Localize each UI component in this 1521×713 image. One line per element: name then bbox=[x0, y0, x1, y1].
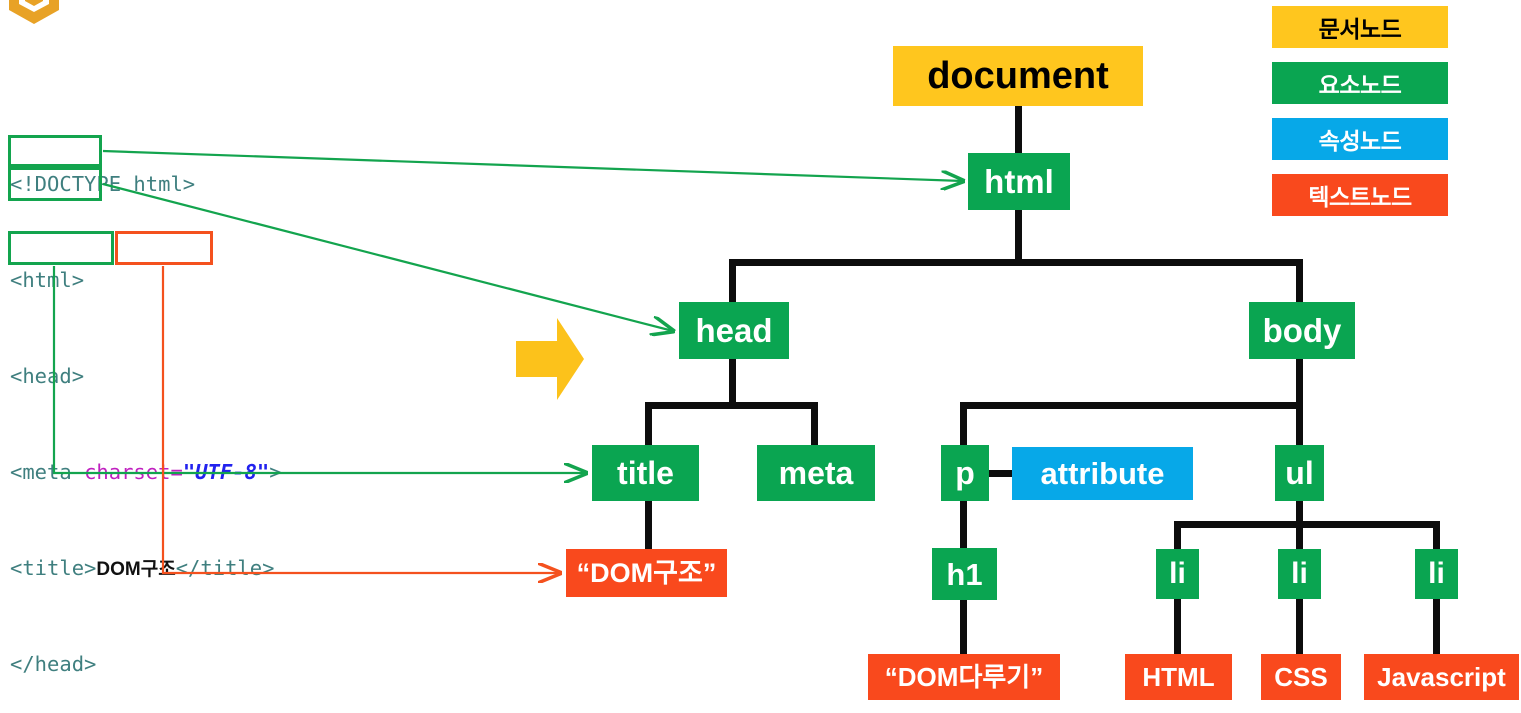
node-label: li bbox=[1291, 557, 1308, 590]
tree-node-text-li-1[interactable]: HTML bbox=[1125, 654, 1232, 700]
highlight-title-text bbox=[115, 231, 213, 265]
connector-body-children-bus bbox=[960, 402, 1303, 409]
connector-ul-li2 bbox=[1296, 521, 1303, 551]
legend-item-attribute-node: 속성노드 bbox=[1272, 118, 1448, 160]
node-label: document bbox=[927, 55, 1109, 97]
highlight-title-tag bbox=[8, 231, 114, 265]
connector-body-ul bbox=[1296, 402, 1303, 447]
connector-ul-li1 bbox=[1174, 521, 1181, 551]
tree-node-meta[interactable]: meta bbox=[757, 445, 875, 501]
tree-node-li-1[interactable]: li bbox=[1156, 549, 1199, 599]
code-line-title: <title>DOM구조</title> bbox=[10, 556, 275, 580]
node-label: HTML bbox=[1142, 662, 1215, 692]
tree-node-document[interactable]: document bbox=[893, 46, 1143, 106]
tree-node-ul[interactable]: ul bbox=[1275, 445, 1324, 501]
connector-ul-li3 bbox=[1433, 521, 1440, 551]
connector-p-h1 bbox=[960, 500, 967, 550]
node-label: Javascript bbox=[1377, 662, 1506, 692]
legend-item-document-node: 문서노드 bbox=[1272, 6, 1448, 48]
tree-node-h1[interactable]: h1 bbox=[932, 548, 997, 600]
tree-node-text-h1[interactable]: “DOM다루기” bbox=[868, 654, 1060, 700]
connector-ul-children-bus bbox=[1174, 521, 1440, 528]
tree-node-head[interactable]: head bbox=[679, 302, 789, 359]
connector-title-text bbox=[645, 500, 652, 550]
connector-head-title bbox=[645, 402, 652, 447]
node-label: p bbox=[955, 455, 975, 491]
connector-li1-text bbox=[1174, 597, 1181, 654]
node-label: html bbox=[984, 163, 1054, 200]
connector-bus-head bbox=[729, 259, 736, 304]
connector-body-p bbox=[960, 402, 967, 447]
tree-node-p[interactable]: p bbox=[941, 445, 989, 501]
connector-html-down bbox=[1015, 210, 1022, 262]
node-label: ul bbox=[1285, 455, 1314, 491]
legend-label: 요소노드 bbox=[1318, 72, 1402, 98]
connector-head-children-bus bbox=[645, 402, 818, 409]
connector-body-down bbox=[1296, 358, 1303, 408]
node-label: head bbox=[695, 312, 773, 349]
node-label: li bbox=[1428, 557, 1445, 590]
node-type-legend: 문서노드 요소노드 속성노드 텍스트노드 bbox=[1272, 6, 1448, 230]
code-line-head-open: <head> bbox=[10, 364, 85, 388]
hexagon-logo-icon bbox=[9, 0, 59, 24]
legend-label: 문서노드 bbox=[1318, 16, 1402, 42]
tree-node-title[interactable]: title bbox=[592, 445, 699, 501]
tree-node-li-3[interactable]: li bbox=[1415, 549, 1458, 599]
node-label: “DOM다루기” bbox=[884, 662, 1044, 692]
code-line-head-close: </head> bbox=[10, 652, 97, 676]
legend-item-element-node: 요소노드 bbox=[1272, 62, 1448, 104]
highlight-html-tag bbox=[8, 135, 102, 167]
code-line-html-open: <html> bbox=[10, 268, 85, 292]
connector-bus-head-body bbox=[729, 259, 1303, 266]
node-label: h1 bbox=[946, 556, 983, 592]
connector-li3-text bbox=[1433, 597, 1440, 654]
connector-document-html bbox=[1015, 104, 1022, 153]
legend-item-text-node: 텍스트노드 bbox=[1272, 174, 1448, 216]
connector-p-attribute bbox=[989, 470, 1012, 477]
connector-head-meta bbox=[811, 402, 818, 447]
connector-ul-down bbox=[1296, 500, 1303, 524]
node-label: CSS bbox=[1274, 662, 1328, 692]
tree-node-html[interactable]: html bbox=[968, 153, 1070, 210]
tree-node-text-li-2[interactable]: CSS bbox=[1261, 654, 1341, 700]
tree-node-text-li-3[interactable]: Javascript bbox=[1364, 654, 1519, 700]
connector-li2-text bbox=[1296, 597, 1303, 654]
tree-node-body[interactable]: body bbox=[1249, 302, 1355, 359]
right-arrow-icon bbox=[516, 318, 584, 400]
tree-node-text-title[interactable]: “DOM구조” bbox=[566, 549, 727, 597]
highlight-head-tag bbox=[8, 167, 102, 201]
node-label: meta bbox=[778, 455, 854, 491]
code-line-meta: <meta charset="UTF-8"> bbox=[10, 460, 282, 484]
node-label: li bbox=[1169, 557, 1186, 590]
legend-label: 속성노드 bbox=[1318, 128, 1402, 154]
node-label: body bbox=[1262, 312, 1342, 349]
node-label: “DOM구조” bbox=[576, 557, 717, 588]
legend-label: 텍스트노드 bbox=[1308, 184, 1412, 210]
tree-node-li-2[interactable]: li bbox=[1278, 549, 1321, 599]
connector-bus-body bbox=[1296, 259, 1303, 304]
node-label: attribute bbox=[1040, 456, 1165, 491]
tree-node-attribute[interactable]: attribute bbox=[1012, 447, 1193, 500]
node-label: title bbox=[617, 455, 674, 491]
connector-head-down bbox=[729, 358, 736, 408]
connector-h1-text bbox=[960, 600, 967, 654]
